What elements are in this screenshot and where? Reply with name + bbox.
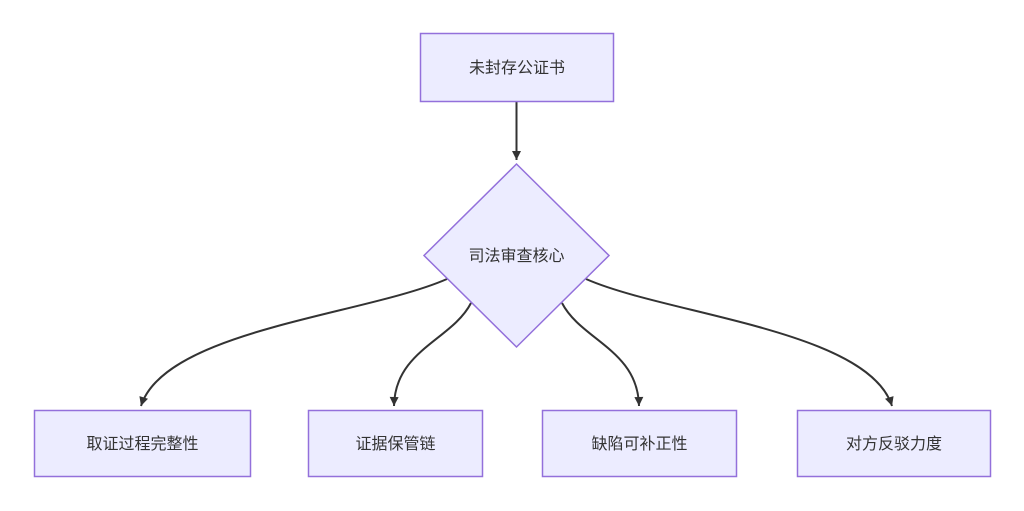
node-factor3-label: 缺陷可补正性 (591, 435, 687, 453)
node-source: 未封存公证书 (419, 32, 615, 103)
node-factor1-label: 取证过程完整性 (86, 435, 198, 453)
edge-decision-to-factor4 (585, 278, 894, 407)
node-decision: 司法审查核心 (422, 162, 611, 349)
node-factor3: 缺陷可补正性 (541, 409, 738, 478)
node-factor2: 证据保管链 (307, 409, 484, 478)
node-source-label: 未封存公证书 (469, 59, 565, 77)
node-factor2-shape (307, 409, 484, 478)
node-factor3-shape (541, 409, 738, 478)
node-factor4-label: 对方反驳力度 (846, 435, 942, 453)
edge-decision-to-factor1 (139, 278, 448, 407)
edge-decision-to-factor3 (561, 302, 644, 407)
node-decision-label: 司法审查核心 (468, 247, 564, 265)
node-decision-shape (422, 162, 611, 349)
edge-group (139, 102, 894, 407)
node-factor1: 取证过程完整性 (33, 409, 252, 478)
node-factor4: 对方反驳力度 (796, 409, 992, 478)
node-factor1-shape (33, 409, 252, 478)
edge-decision-to-factor2 (389, 302, 472, 407)
node-factor2-label: 证据保管链 (355, 435, 435, 453)
node-factor4-shape (796, 409, 992, 478)
node-source-shape (419, 32, 615, 103)
